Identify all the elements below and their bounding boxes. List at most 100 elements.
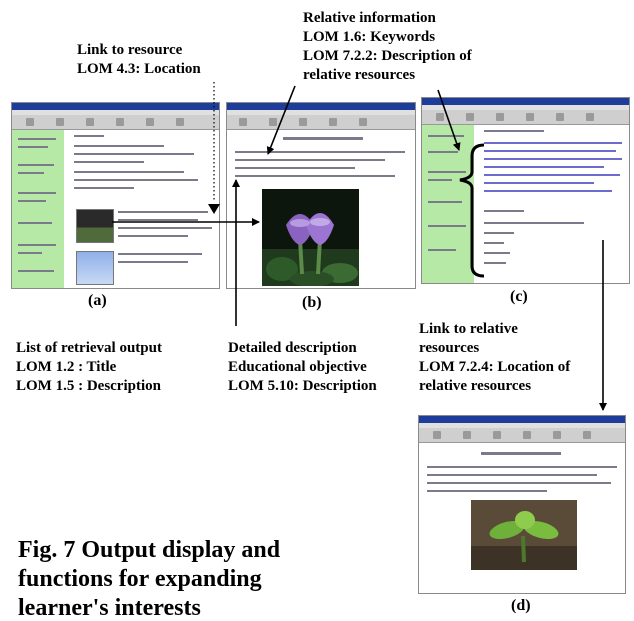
sidebar-line — [428, 171, 466, 173]
toolbar-icon — [586, 113, 594, 121]
sidebar-line — [428, 249, 456, 251]
content-line — [235, 159, 385, 161]
sidebar-line — [18, 164, 54, 166]
toolbar-icon — [239, 118, 247, 126]
caption-line: Fig. 7 Output display and — [18, 537, 281, 563]
toolbar — [419, 428, 625, 443]
seedling-photo[interactable] — [471, 500, 577, 570]
toolbar — [12, 115, 219, 130]
content-line — [235, 151, 405, 153]
sidebar-line — [428, 135, 464, 137]
toolbar-icon — [493, 431, 501, 439]
content-line — [484, 242, 504, 244]
content-line — [74, 161, 144, 163]
relative-info-arrow-c — [437, 89, 461, 151]
link-line[interactable] — [484, 142, 622, 144]
content-line — [74, 179, 198, 181]
content-line — [74, 187, 134, 189]
flower-photo[interactable] — [262, 189, 359, 286]
content-line — [427, 466, 617, 468]
content-line — [235, 167, 355, 169]
sidebar — [12, 130, 64, 288]
content-heading — [484, 210, 524, 212]
sidebar-line — [18, 146, 48, 148]
menubar — [419, 423, 625, 428]
toolbar-icon — [176, 118, 184, 126]
relative-info-line: relative resources — [303, 67, 416, 83]
relative-info-line: LOM 7.2.2: Description of — [303, 48, 472, 64]
thumbnail-dark[interactable] — [76, 209, 114, 243]
titlebar — [12, 103, 219, 110]
toolbar-icon — [86, 118, 94, 126]
toolbar-icon — [523, 431, 531, 439]
toolbar-icon — [116, 118, 124, 126]
link-resource-line: LOM 4.3: Location — [77, 61, 201, 77]
content-line — [118, 219, 198, 221]
sidebar — [422, 125, 474, 283]
toolbar-icon — [556, 113, 564, 121]
caption-line: learner's interests — [18, 595, 201, 621]
toolbar-icon — [26, 118, 34, 126]
titlebar — [227, 103, 415, 110]
toolbar-icon — [466, 113, 474, 121]
content-line — [118, 235, 188, 237]
sidebar-line — [18, 192, 56, 194]
menubar — [422, 105, 629, 110]
menubar — [227, 110, 415, 115]
toolbar-icon — [583, 431, 591, 439]
sidebar-line — [18, 200, 46, 202]
content-line — [484, 262, 506, 264]
toolbar-icon — [463, 431, 471, 439]
toolbar-icon — [329, 118, 337, 126]
detailed-line: Detailed description — [228, 340, 357, 356]
curly-brace — [459, 143, 485, 278]
toolbar — [227, 115, 415, 130]
toolbar-icon — [56, 118, 64, 126]
thumbnail-blue[interactable] — [76, 251, 114, 285]
screenshot-a — [11, 102, 220, 289]
content-line — [74, 135, 104, 137]
link-resource-line: Link to resource — [77, 42, 183, 58]
figure-caption: Fig. 7 Output display and functions for … — [18, 536, 280, 621]
sidebar-line — [18, 270, 54, 272]
toolbar-icon — [526, 113, 534, 121]
link-line[interactable] — [484, 190, 612, 192]
panel-label-d: (d) — [511, 597, 531, 614]
link-line[interactable] — [484, 150, 616, 152]
content-heading — [481, 452, 561, 455]
toolbar-icon — [436, 113, 444, 121]
toolbar — [422, 110, 629, 125]
content-line — [74, 153, 194, 155]
toolbar-icon — [359, 118, 367, 126]
link-line[interactable] — [484, 158, 622, 160]
link-resource-annotation: Link to resource LOM 4.3: Location — [77, 41, 201, 79]
panel-label-b: (b) — [302, 294, 322, 311]
content-line — [235, 175, 395, 177]
content-line — [427, 490, 547, 492]
titlebar — [419, 416, 625, 423]
sidebar-line — [18, 252, 42, 254]
relative-info-annotation: Relative information LOM 1.6: Keywords L… — [303, 9, 472, 85]
toolbar-icon — [553, 431, 561, 439]
link-line[interactable] — [484, 182, 594, 184]
detailed-line: LOM 5.10: Description — [228, 378, 377, 394]
sidebar-line — [428, 225, 466, 227]
sidebar-line — [18, 172, 44, 174]
sidebar-line — [428, 151, 458, 153]
link-line[interactable] — [484, 166, 604, 168]
content-line — [484, 252, 510, 254]
sidebar-line — [18, 138, 56, 140]
sidebar-line — [428, 201, 462, 203]
panel-label-c: (c) — [510, 288, 528, 305]
link-line[interactable] — [484, 174, 620, 176]
sidebar-line — [428, 179, 452, 181]
screenshot-c — [421, 97, 630, 284]
content-line — [118, 211, 208, 213]
link-relative-line: relative resources — [419, 378, 532, 394]
content-line — [118, 253, 202, 255]
content-line — [484, 222, 584, 224]
sidebar-line — [18, 222, 52, 224]
content-line — [118, 227, 212, 229]
toolbar-icon — [433, 431, 441, 439]
